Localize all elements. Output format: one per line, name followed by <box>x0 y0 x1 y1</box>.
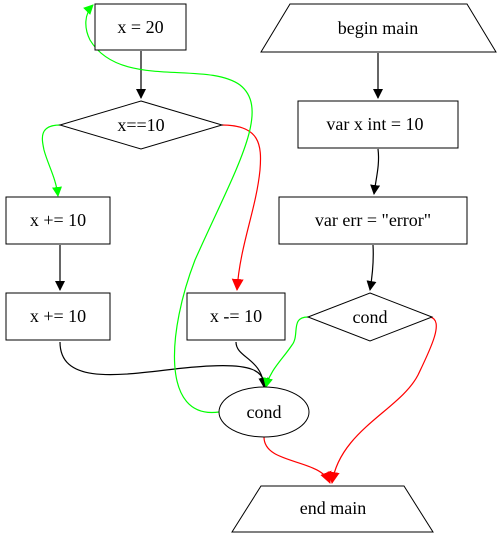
node-var-x-label: var x int = 10 <box>326 114 423 134</box>
node-x-minus: x -= 10 <box>186 292 286 341</box>
node-cond-diamond: cond <box>306 292 434 342</box>
node-x-plus-a-label: x += 10 <box>30 210 86 230</box>
edge-cond-true-to-plus <box>41 124 62 197</box>
node-x-plus-b: x += 10 <box>5 292 111 341</box>
edge-ellipse-to-end <box>263 436 332 484</box>
node-x-minus-label: x -= 10 <box>210 306 262 326</box>
node-x-assign: x = 20 <box>94 3 187 51</box>
node-var-err-label: var err = "error" <box>315 210 431 230</box>
node-end-main-label: end main <box>300 498 366 518</box>
node-x-assign-label: x = 20 <box>117 17 163 37</box>
node-begin-main-label: begin main <box>338 18 418 38</box>
node-cond-ellipse-label: cond <box>247 402 282 422</box>
edge-diamond-true-to-ellipse <box>263 316 309 388</box>
edge-varx-to-varerr <box>370 148 381 195</box>
node-var-x: var x int = 10 <box>297 100 459 149</box>
edge-ellipse-loop-to-assign <box>83 4 253 413</box>
node-cond-diamond-label: cond <box>353 307 388 327</box>
node-x-plus-a: x += 10 <box>5 196 111 245</box>
node-x-eq-cond: x==10 <box>58 100 224 150</box>
edge-cond-false-to-minus <box>221 124 262 291</box>
node-cond-ellipse: cond <box>218 386 310 438</box>
node-begin-main: begin main <box>260 3 497 53</box>
node-x-eq-cond-label: x==10 <box>117 115 164 135</box>
node-x-plus-b-label: x += 10 <box>30 306 86 326</box>
edge-varerr-to-diamond <box>366 244 377 291</box>
node-var-err: var err = "error" <box>278 196 468 245</box>
node-end-main: end main <box>231 485 434 533</box>
edge-plus-to-ellipse <box>59 341 270 388</box>
edge-diamond-false-to-end <box>327 316 437 484</box>
edge-minus-to-ellipse <box>235 341 269 388</box>
